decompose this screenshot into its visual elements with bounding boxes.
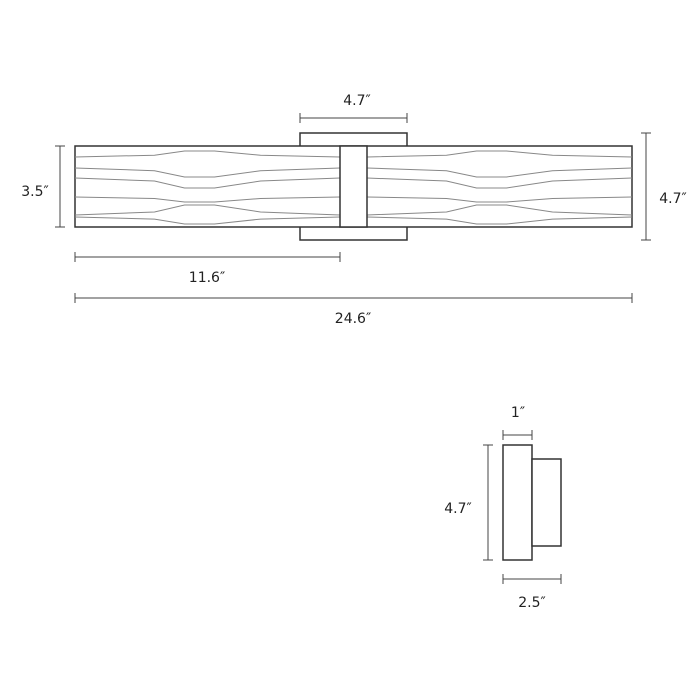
dim-label: 2.5″	[518, 595, 546, 611]
front-view: 4.7″ 3.5″ 4.7″ 11.6″ 24.6″	[21, 93, 687, 327]
dim-label: 24.6″	[335, 311, 371, 327]
texture-line	[366, 177, 633, 189]
texture-line	[74, 196, 341, 203]
texture-line	[366, 150, 633, 158]
dim-label: 4.7″	[444, 501, 472, 517]
dim-overall-depth: 2.5″	[502, 574, 562, 611]
side-view: 1″ 4.7″ 2.5″	[444, 405, 562, 611]
dim-overall-height: 4.7″	[641, 132, 687, 241]
texture-line	[366, 216, 633, 225]
dim-label: 3.5″	[21, 184, 49, 200]
texture-line	[366, 167, 633, 178]
texture-line	[74, 150, 341, 158]
dim-side-height: 4.7″	[444, 444, 493, 561]
dim-label: 1″	[511, 405, 525, 421]
side-shade	[531, 458, 562, 547]
dim-half-length: 11.6″	[74, 252, 341, 286]
dim-backplate-width: 4.7″	[299, 93, 408, 123]
dim-backplate-depth: 1″	[502, 405, 533, 440]
texture-line	[74, 204, 341, 216]
texture-line	[74, 177, 341, 189]
dim-label: 4.7″	[659, 191, 687, 207]
side-backplate	[502, 444, 533, 561]
wave-texture	[74, 150, 633, 225]
dim-label: 11.6″	[189, 270, 225, 286]
texture-line	[74, 167, 341, 178]
dim-shade-height: 3.5″	[21, 145, 65, 228]
texture-line	[366, 196, 633, 203]
dim-label: 4.7″	[343, 93, 371, 109]
texture-line	[366, 204, 633, 216]
dim-overall-length: 24.6″	[74, 293, 633, 327]
center-bar	[339, 145, 368, 228]
texture-line	[74, 216, 341, 225]
